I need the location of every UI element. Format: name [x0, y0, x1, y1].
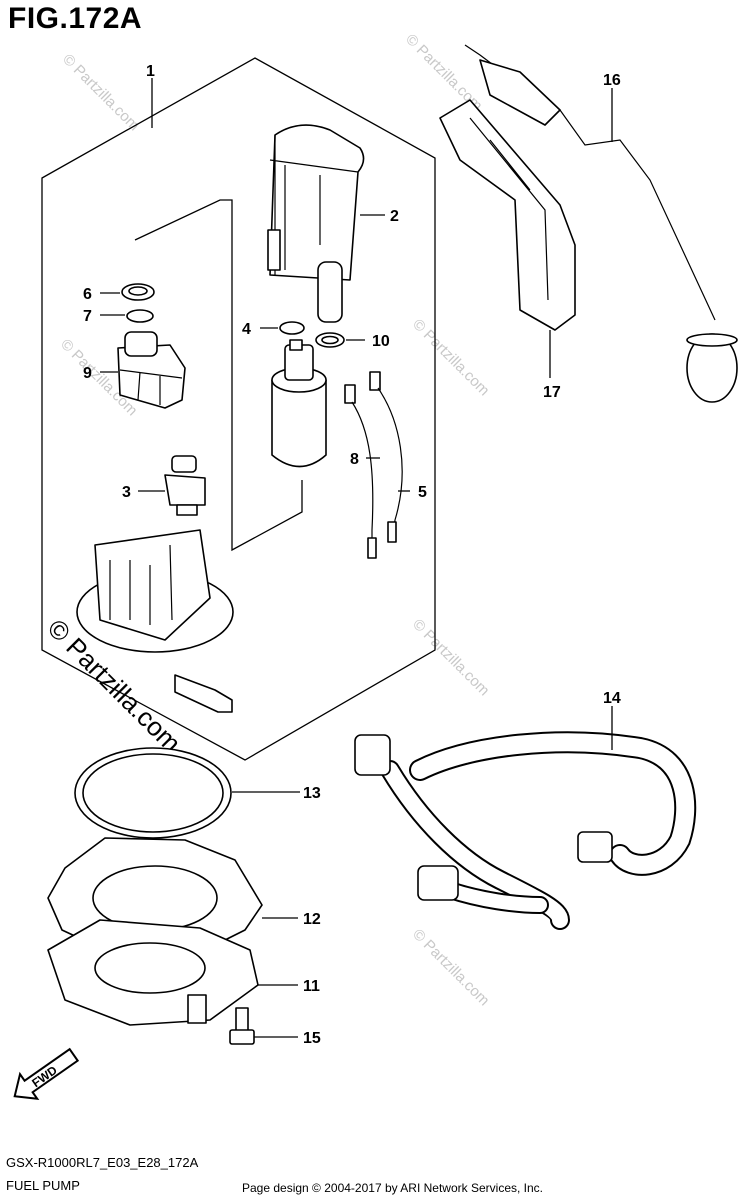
watermark: © Partzilla.com	[409, 316, 492, 399]
part-13-o-ring-inner	[82, 753, 224, 833]
part-5-lead-wire	[369, 371, 403, 543]
part-15-bolt	[229, 1007, 255, 1045]
part-8-lead-wire	[344, 384, 377, 559]
callout-8: 8	[350, 451, 359, 468]
callout-7: 7	[83, 308, 92, 325]
leader-lines	[100, 78, 613, 1038]
part-16-fuel-level-gauge	[464, 44, 738, 403]
callout-13: 13	[303, 785, 321, 802]
callout-11: 11	[303, 978, 320, 995]
callout-12: 12	[303, 911, 321, 928]
watermark: © Partzilla.com	[409, 926, 492, 1009]
callout-1: 1	[146, 63, 155, 80]
callout-2: 2	[390, 208, 399, 225]
callouts: 1 2 3 4 5 6 7 8 9 10 11 12 13 14 15 16 1…	[83, 63, 621, 1047]
part-2-fuel-filter	[267, 124, 365, 323]
watermark: © Partzilla.com	[402, 31, 485, 114]
fuel-pump-motor	[271, 339, 327, 468]
callout-10: 10	[372, 333, 390, 350]
copyright-notice: Page design © 2004-2017 by ARI Network S…	[242, 1181, 544, 1195]
part-10-o-ring-inner	[321, 335, 339, 345]
model-code: GSX-R1000RL7_E03_E28_172A	[6, 1155, 199, 1170]
callout-5: 5	[418, 484, 427, 501]
callout-6: 6	[83, 286, 92, 303]
callout-15: 15	[303, 1030, 321, 1047]
figure-title: FIG.172A	[8, 2, 143, 35]
callout-3: 3	[122, 484, 131, 501]
callout-9: 9	[83, 365, 92, 382]
callout-16: 16	[603, 72, 621, 89]
section-name: FUEL PUMP	[6, 1178, 80, 1193]
assembly-frame	[41, 57, 436, 761]
part-14-fuel-hose	[354, 731, 697, 930]
part-11-gasket	[47, 919, 259, 1026]
callout-17: 17	[543, 384, 561, 401]
part-4-o-ring	[279, 321, 305, 335]
fwd-arrow: FWD	[13, 1047, 80, 1101]
pump-base-flange	[76, 529, 234, 713]
part-9-holder	[117, 331, 186, 409]
callout-4: 4	[242, 321, 251, 338]
inner-bracket	[134, 199, 303, 552]
part-7-o-ring	[126, 309, 154, 323]
part-6-ring-inner	[128, 286, 148, 296]
watermark: © Partzilla.com	[59, 51, 142, 134]
callout-14: 14	[603, 690, 621, 707]
part-17-bracket	[439, 99, 576, 331]
part-3-pressure-regulator	[164, 455, 206, 516]
